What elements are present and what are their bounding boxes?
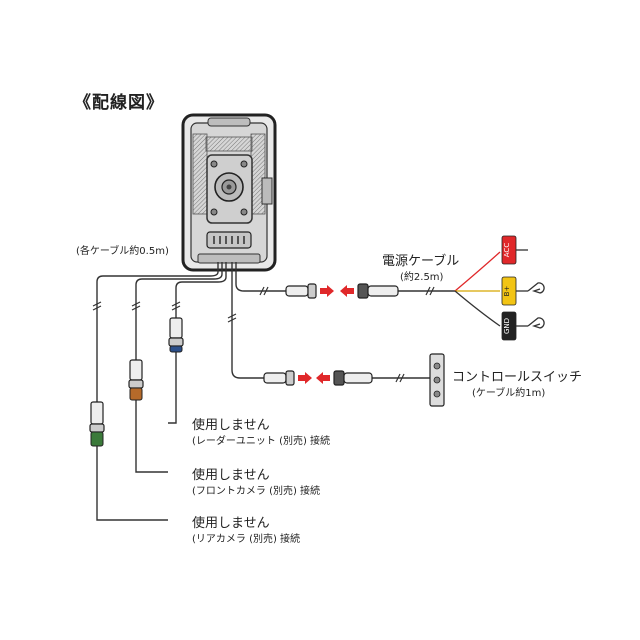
power-cable-length: (約2.5m) xyxy=(400,272,444,283)
control-switch-length: (ケーブル約1m) xyxy=(472,388,546,399)
power-cable-name: 電源ケーブル xyxy=(382,254,460,269)
power-arrow-left-icon xyxy=(340,285,354,297)
power-connector-male xyxy=(285,283,317,299)
cable-break-marks xyxy=(92,286,435,383)
control-connector-female xyxy=(333,370,373,386)
front-camera-port-status: 使用しません xyxy=(192,468,270,483)
rear-camera-port-desc: (リアカメラ (別売) 接続 xyxy=(192,534,301,545)
main-unit xyxy=(181,113,277,272)
radar-port-desc: (レーダーユニット (別売) 接続 xyxy=(192,436,331,447)
bplus-label: B+ xyxy=(503,286,511,297)
acc-label: ACC xyxy=(503,243,511,258)
diagram-title: 《配線図》 xyxy=(74,93,164,113)
control-switch-name: コントロールスイッチ xyxy=(452,370,583,385)
gnd-label: GND xyxy=(503,318,511,334)
power-split-wires xyxy=(454,251,501,327)
control-switch-box xyxy=(429,353,445,407)
control-connector-male xyxy=(263,370,295,386)
front-camera-port-desc: (フロントカメラ (別売) 接続 xyxy=(192,486,321,497)
radar-port-connector xyxy=(168,317,184,353)
bplus-terminal: B+ xyxy=(501,276,545,306)
radar-port-status: 使用しません xyxy=(192,418,270,433)
cable-lines xyxy=(96,262,455,521)
control-arrow-right-icon xyxy=(298,372,312,384)
gnd-terminal: GND xyxy=(501,311,545,341)
power-connector-female xyxy=(357,283,399,299)
rear-camera-port-connector xyxy=(89,401,105,447)
cable-length-note: (各ケーブル約0.5m) xyxy=(76,246,169,257)
front-camera-port-connector xyxy=(128,359,144,401)
acc-terminal: ACC xyxy=(501,235,528,265)
rear-camera-port-status: 使用しません xyxy=(192,516,270,531)
control-arrow-left-icon xyxy=(316,372,330,384)
power-arrow-right-icon xyxy=(320,285,334,297)
